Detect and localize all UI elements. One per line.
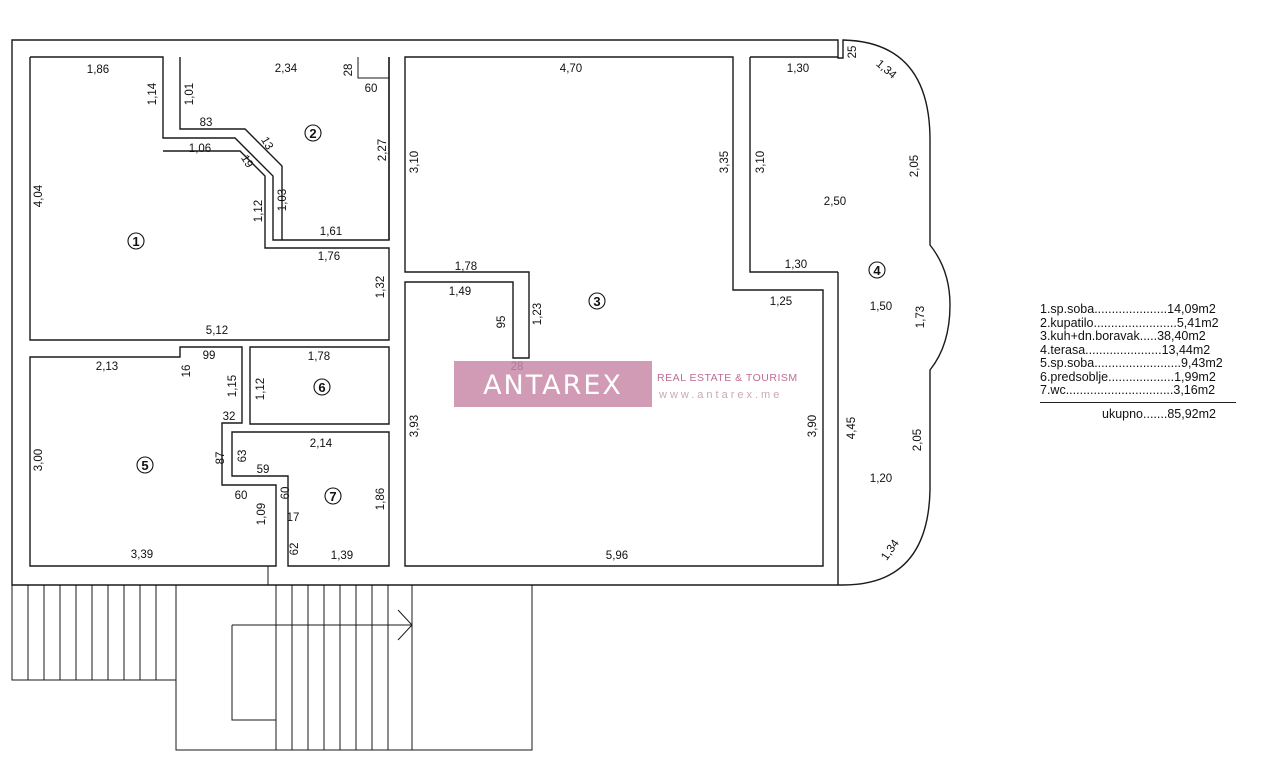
dimension-label: 3,00 (33, 449, 45, 471)
dimension-label: 5,96 (606, 550, 628, 562)
room-marker: 2 (304, 124, 322, 142)
dimension-label: 1,30 (787, 63, 809, 75)
watermark-name: ANTAREX (483, 370, 623, 401)
legend-item: 4.terasa......................13,44m2 (1040, 343, 1211, 357)
dimension-label: 1,50 (870, 301, 892, 313)
dimension-label: 1,25 (770, 296, 792, 308)
dimension-label: 60 (280, 487, 292, 500)
legend-item: 5.sp.soba.........................9,43m2 (1040, 357, 1223, 370)
dimension-label: 3,10 (755, 151, 767, 173)
dimension-label: 2,50 (824, 196, 846, 208)
dimension-label: 16 (181, 365, 193, 378)
dimension-label: 62 (289, 543, 301, 556)
dimension-labels: 1,86 1,14 4,04 1,06 83 1,01 2,34 28 60 2… (33, 46, 927, 563)
area-legend: 1.sp.soba.....................14,09m2 2.… (1040, 303, 1240, 421)
svg-text:1: 1 (132, 234, 139, 249)
dimension-label: 28 (343, 64, 355, 77)
watermark-logo-box (454, 361, 652, 407)
dimension-label: 1,12 (255, 378, 267, 400)
dimension-label: 1,20 (870, 473, 892, 485)
dimension-label: 83 (200, 117, 213, 129)
dimension-label: 3,10 (409, 151, 421, 173)
dimension-label: 3,39 (131, 549, 153, 561)
dimension-label: 1,34 (879, 537, 902, 563)
svg-text:3: 3 (593, 294, 600, 309)
legend-total: ukupno.......85,92m2 (1102, 406, 1216, 421)
svg-text:7: 7 (329, 489, 336, 504)
dimension-label: 4,70 (560, 63, 582, 75)
dimension-label: 1,78 (308, 351, 330, 363)
dimension-label: 1,86 (375, 488, 387, 510)
dimension-label: 25 (847, 46, 859, 59)
legend-item: 2.kupatilo........................5,41m2 (1040, 316, 1219, 330)
dimension-label: 1,15 (227, 375, 239, 397)
watermark-url: www.antarex.me (658, 389, 782, 401)
dimension-label: 59 (257, 464, 270, 476)
room-marker: 6 (313, 378, 331, 396)
svg-text:4: 4 (873, 263, 881, 278)
dimension-label: 1,34 (873, 58, 898, 82)
legend-item: 3.kuh+dn.boravak.....38,40m2 (1040, 330, 1206, 343)
dimension-label: 1,23 (532, 303, 544, 325)
dimension-label: 3,90 (807, 415, 819, 437)
dimension-label: 5,12 (206, 325, 228, 337)
dimension-label: 1,61 (320, 226, 342, 238)
dimension-label: 1,01 (184, 83, 196, 105)
dimension-label: 1,73 (915, 306, 927, 328)
legend-item: 6.predsoblje...................1,99m2 (1040, 370, 1216, 384)
watermark-tagline: REAL ESTATE & TOURISM (657, 372, 798, 384)
dimension-label: 95 (496, 316, 508, 329)
room-marker: 1 (127, 232, 145, 250)
dimension-label: 87 (215, 452, 227, 465)
dimension-label: 1,09 (256, 503, 268, 525)
dimension-label: 17 (287, 512, 300, 524)
walls (11, 39, 951, 586)
legend-divider (1040, 401, 1236, 403)
dimension-label: 19 (238, 153, 255, 170)
dimension-label: 1,06 (189, 143, 211, 155)
dimension-label: 1,49 (449, 286, 471, 298)
dimension-label: 2,05 (909, 155, 921, 177)
dimension-label: 2,14 (310, 438, 333, 450)
dimension-label: 1,03 (277, 189, 289, 211)
legend-item: 1.sp.soba.....................14,09m2 (1040, 303, 1216, 316)
svg-text:2: 2 (309, 126, 316, 141)
stairs (11, 585, 533, 751)
dimension-label: 2,34 (275, 63, 298, 75)
dimension-label: 1,32 (375, 276, 387, 298)
dimension-label: 3,35 (719, 151, 731, 173)
room-markers: 1 2 3 4 5 6 7 (127, 124, 886, 505)
dimension-label: 1,78 (455, 261, 477, 273)
room-marker: 5 (136, 456, 154, 474)
dimension-label: 2,05 (912, 429, 924, 451)
dimension-label: 4,45 (846, 417, 858, 439)
watermark: ANTAREX REAL ESTATE & TOURISM www.antare… (454, 361, 798, 407)
dimension-label: 2,27 (377, 139, 389, 161)
dimension-label: 1,14 (147, 82, 159, 105)
dimension-label: 32 (223, 411, 236, 423)
dimension-label: 3,93 (409, 415, 421, 437)
dimension-label: 2,13 (96, 361, 118, 373)
dimension-label: 13 (258, 135, 275, 152)
svg-text:6: 6 (318, 380, 325, 395)
legend-item: 7.wc...............................3,16m… (1040, 384, 1216, 397)
dimension-label: 99 (203, 350, 216, 362)
room-marker: 7 (324, 487, 342, 505)
room-marker: 3 (588, 292, 606, 310)
dimension-label: 60 (365, 83, 378, 95)
room-marker: 4 (868, 261, 886, 279)
dimension-label: 60 (235, 490, 248, 502)
dimension-label: 1,86 (87, 64, 109, 76)
dimension-label: 63 (237, 450, 249, 463)
dimension-label: 4,04 (33, 184, 45, 207)
dimension-label: 1,12 (253, 200, 265, 222)
dimension-label: 1,76 (318, 251, 340, 263)
svg-text:5: 5 (141, 458, 148, 473)
dimension-label: 1,39 (331, 550, 353, 562)
dimension-label: 1,30 (785, 259, 807, 271)
